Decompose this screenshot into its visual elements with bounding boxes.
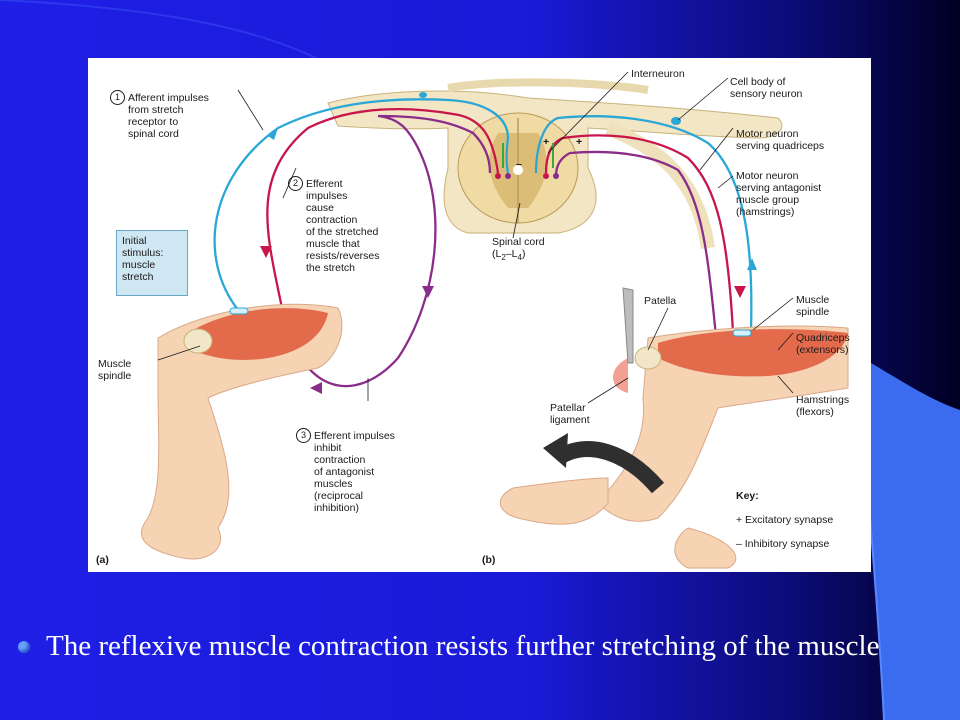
label-afferent-impulses: Afferent impulses from stretch receptor … — [128, 92, 209, 140]
spinal-cord — [327, 78, 783, 250]
step-1-number: 1 — [110, 90, 125, 105]
label-muscle-spindle-b: Muscle spindle — [796, 294, 830, 318]
label-spinal-cord: Spinal cord (L2–L4) — [492, 236, 545, 263]
stretch-reflex-figure: 1 Afferent impulses from stretch recepto… — [88, 58, 871, 572]
label-motor-antagonist: Motor neuron serving antagonist muscle g… — [736, 170, 822, 218]
inhibitory-sign: – — [516, 158, 522, 170]
synapse-dots — [495, 173, 559, 179]
key-excitatory: + Excitatory synapse — [736, 514, 834, 526]
caption-text: The reflexive muscle contraction resists… — [46, 630, 880, 662]
step-2-number: 2 — [288, 176, 303, 191]
label-muscle-spindle-a: Muscle spindle — [98, 358, 132, 382]
afferent-arrows — [268, 128, 757, 270]
label-initial-stimulus: Initial stimulus: muscle stretch — [122, 235, 164, 283]
label-patellar-ligament: Patellar ligament — [550, 402, 590, 426]
key-inhibitory: – Inhibitory synapse — [736, 538, 830, 550]
efferent-arrows — [260, 246, 746, 298]
label-inhibitory-impulses: Efferent impulses inhibit contraction of… — [314, 430, 395, 514]
inhibitory-arrows — [310, 286, 434, 394]
excitatory-sign-right: + — [576, 136, 583, 148]
label-efferent-impulses: Efferent impulses cause contraction of t… — [306, 178, 380, 274]
label-interneuron: Interneuron — [631, 68, 685, 80]
panel-label-a: (a) — [96, 554, 109, 566]
label-quadriceps: Quadriceps (extensors) — [796, 332, 850, 356]
label-motor-quadriceps: Motor neuron serving quadriceps — [736, 128, 825, 152]
label-cell-body: Cell body of sensory neuron — [730, 76, 803, 100]
label-patella: Patella — [644, 295, 677, 307]
key-title: Key: — [736, 490, 759, 502]
panel-label-b: (b) — [482, 554, 496, 566]
interneurons — [502, 143, 554, 168]
figure-drawing — [141, 71, 849, 569]
label-hamstrings: Hamstrings (flexors) — [796, 394, 850, 418]
nerve-pathways — [213, 98, 753, 388]
step-3-number: 3 — [296, 428, 311, 443]
key-block: Key: + Excitatory synapse – Inhibitory s… — [736, 478, 833, 562]
initial-stimulus-box: Initial stimulus: muscle stretch — [116, 230, 188, 296]
excitatory-sign-left: + — [543, 136, 550, 148]
bullet-icon — [18, 641, 30, 653]
leg-a — [141, 303, 343, 560]
leg-b — [500, 287, 849, 569]
